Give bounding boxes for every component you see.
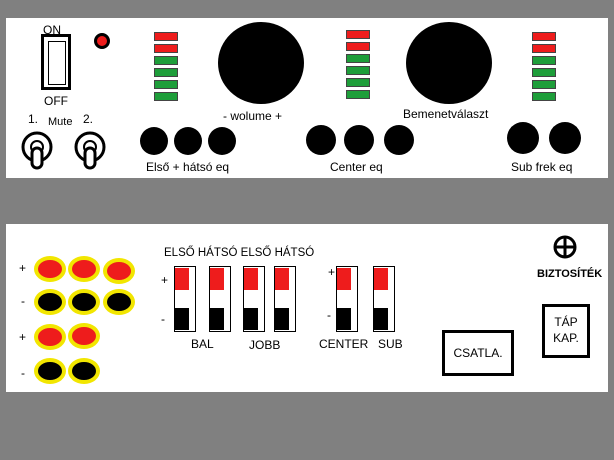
level-segment xyxy=(154,80,178,89)
mute-toggle-2[interactable] xyxy=(73,130,107,170)
jack-positive-3[interactable] xyxy=(103,258,135,284)
mute-switch-1-label: 1. xyxy=(28,112,39,126)
connect-button-label: CSATLA. xyxy=(453,346,503,360)
eq-knob-sub-1[interactable] xyxy=(507,122,539,154)
jack-negative-5[interactable] xyxy=(68,358,100,384)
eq-knob-front-rear-2[interactable] xyxy=(174,127,202,155)
slider-minus-marker-right: - xyxy=(327,308,331,322)
level-segment xyxy=(346,30,370,39)
eq-knob-center-3[interactable] xyxy=(384,125,414,155)
jack-minus-marker-bottom: - xyxy=(21,366,25,380)
input-select-label: Bemenetválaszt xyxy=(403,107,489,121)
jack-positive-1[interactable] xyxy=(34,256,66,282)
level-segment xyxy=(532,56,556,65)
front-panel: ON OFF 1. Mute 2. - wolume + Bemenetvála… xyxy=(6,18,608,178)
level-segment xyxy=(346,42,370,51)
slider-bal-front[interactable] xyxy=(174,266,196,332)
slider-plus-marker-right: + xyxy=(328,265,336,279)
group-label-center: CENTER xyxy=(319,337,369,351)
rear-panel: + - + - ELSŐ HÁTSÓ ELSŐ HÁTSÓ + - + - BA… xyxy=(6,224,608,392)
fuse-label: BIZTOSÍTÉK xyxy=(537,268,603,280)
volume-knob[interactable] xyxy=(218,22,304,104)
level-meter-left xyxy=(154,32,178,104)
jack-positive-2[interactable] xyxy=(68,256,100,282)
jack-positive-5[interactable] xyxy=(68,323,100,349)
connect-button[interactable]: CSATLA. xyxy=(442,330,514,376)
jack-plus-marker-bottom: + xyxy=(19,330,27,344)
slider-center[interactable] xyxy=(336,266,358,332)
jack-minus-marker-top: - xyxy=(21,294,25,308)
power-off-label: OFF xyxy=(44,94,68,108)
slider-bal-rear[interactable] xyxy=(209,266,231,332)
slider-jobb-rear[interactable] xyxy=(274,266,296,332)
slider-headers: ELSŐ HÁTSÓ ELSŐ HÁTSÓ xyxy=(164,247,315,259)
level-segment xyxy=(532,92,556,101)
input-select-knob[interactable] xyxy=(406,22,492,104)
fuse-holder-icon[interactable] xyxy=(552,234,578,260)
eq-knob-front-rear-1[interactable] xyxy=(140,127,168,155)
slider-sub[interactable] xyxy=(373,266,395,332)
eq-label-center: Center eq xyxy=(330,160,383,174)
jack-negative-3[interactable] xyxy=(103,289,135,315)
eq-knob-sub-2[interactable] xyxy=(549,122,581,154)
power-connector-line1: TÁP xyxy=(554,315,578,330)
level-segment xyxy=(532,80,556,89)
eq-knob-front-rear-3[interactable] xyxy=(208,127,236,155)
jack-negative-4[interactable] xyxy=(34,358,66,384)
eq-knob-center-2[interactable] xyxy=(344,125,374,155)
eq-label-front-rear: Első + hátsó eq xyxy=(146,160,230,174)
slider-plus-marker-left: + xyxy=(161,273,169,287)
level-segment xyxy=(154,56,178,65)
eq-knob-center-1[interactable] xyxy=(306,125,336,155)
jack-negative-1[interactable] xyxy=(34,289,66,315)
power-connector-line2: KAP. xyxy=(553,331,579,345)
group-label-bal: BAL xyxy=(191,337,214,351)
level-segment xyxy=(154,32,178,41)
mute-switch-2-label: 2. xyxy=(83,112,94,126)
level-segment xyxy=(346,90,370,99)
volume-label: - wolume + xyxy=(223,109,283,123)
power-switch[interactable] xyxy=(41,34,71,90)
level-segment xyxy=(532,68,556,77)
mute-label: Mute xyxy=(48,116,73,128)
power-connector[interactable]: TÁP KAP. xyxy=(542,304,590,358)
level-segment xyxy=(346,78,370,87)
mute-toggle-1[interactable] xyxy=(20,130,54,170)
eq-label-sub: Sub frek eq xyxy=(511,160,573,174)
level-segment xyxy=(346,66,370,75)
jack-plus-marker-top: + xyxy=(19,261,27,275)
level-meter-center xyxy=(346,30,370,102)
jack-negative-2[interactable] xyxy=(68,289,100,315)
level-segment xyxy=(346,54,370,63)
level-segment xyxy=(154,92,178,101)
level-segment xyxy=(154,68,178,77)
level-segment xyxy=(154,44,178,53)
level-segment xyxy=(532,32,556,41)
slider-minus-marker-left: - xyxy=(161,312,165,326)
power-on-label: ON xyxy=(43,23,61,37)
power-indicator-led xyxy=(94,33,110,49)
group-label-sub: SUB xyxy=(378,337,403,351)
level-segment xyxy=(532,44,556,53)
level-meter-right xyxy=(532,32,556,104)
group-label-jobb: JOBB xyxy=(249,338,281,352)
jack-positive-4[interactable] xyxy=(34,324,66,350)
slider-jobb-front[interactable] xyxy=(243,266,265,332)
